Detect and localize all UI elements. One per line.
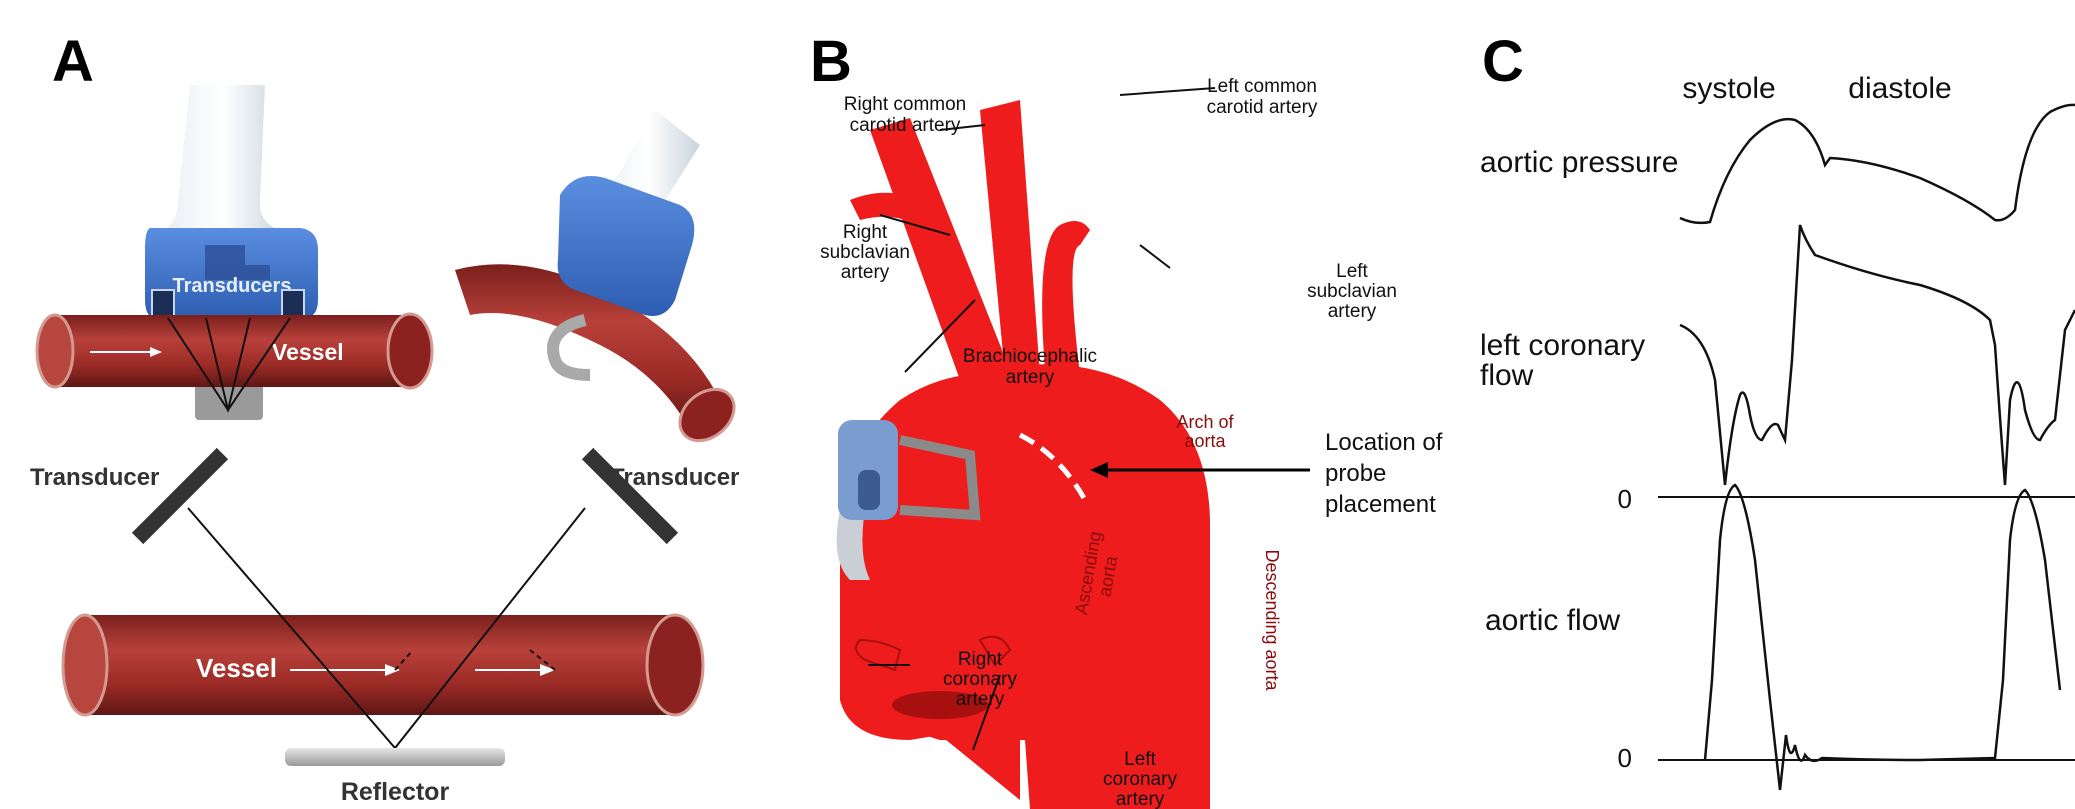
label-right-subclavian-1: Right [843,222,888,243]
label-diastole: diastole [1848,72,1951,105]
trace-left-coronary [1680,225,2075,485]
label-probe-1: Location of [1325,429,1443,456]
label-transducers: Transducers [173,275,292,297]
label-left-common-carotid-2: carotid artery [1207,97,1318,118]
label-left-coronary-1: left coronary [1480,329,1645,362]
label-right-subclavian-2: subclavian [820,242,910,263]
label-aortic-pressure: aortic pressure [1480,146,1678,179]
aorta-silhouette [867,364,1210,809]
label-zero-2: 0 [1618,743,1632,773]
label-left-subclavian-2: subclavian [1307,281,1397,302]
vessel-bottom-end-right [647,615,703,715]
panel-b-aorta-diagram: Right common carotid artery Left common … [790,0,1450,809]
label-transducer-left: Transducer [30,464,159,491]
label-right-subclavian-3: artery [841,262,890,283]
label-left-subclavian-3: artery [1328,301,1377,322]
trace-aortic-pressure [1680,105,2075,223]
label-vessel-bottom: Vessel [196,653,277,683]
label-aortic-flow: aortic flow [1485,604,1620,637]
label-brachiocephalic-1: Brachiocephalic [963,346,1097,367]
label-probe-3: placement [1325,491,1436,518]
label-right-coronary-2: coronary [943,669,1017,690]
label-brachiocephalic-2: artery [1006,367,1055,388]
label-arch-2: aorta [1184,431,1226,451]
transducer-bar-right [582,448,678,544]
label-right-common-carotid-2: carotid artery [850,115,961,136]
label-left-coronary-1: Left [1124,749,1156,770]
label-right-common-carotid-1: Right common [844,94,967,115]
probe-top-right [455,110,744,451]
label-descending: Descending aorta [1262,549,1282,691]
label-systole: systole [1682,72,1775,105]
label-left-coronary-2: coronary [1103,769,1177,790]
vessel-bottom-body [85,615,675,715]
cable-top-left [160,85,285,232]
label-left-common-carotid-1: Left common [1207,76,1317,97]
reflector-bar [285,748,505,766]
label-left-subclavian-1: Left [1336,261,1368,282]
label-reflector: Reflector [341,778,450,806]
vessel-end-left [37,315,73,387]
label-zero-1: 0 [1618,484,1632,514]
panel-c-flow-traces: systole diastole aortic pressure left co… [1450,0,2075,809]
label-probe-2: probe [1325,460,1386,487]
label-left-coronary-2: flow [1480,359,1534,392]
panel-a-flow-probe-diagram: Transducers Vessel Transducer Transducer… [0,0,790,809]
label-right-coronary-1: Right [958,649,1003,670]
label-arch-1: Arch of [1176,412,1234,432]
label-left-coronary-3: artery [1116,789,1165,809]
transducer-bar-left [132,448,228,544]
vessel-bottom-end-left [63,615,107,715]
label-vessel-top: Vessel [272,339,344,365]
vessel-end-right [388,314,432,388]
trace-aortic-flow [1705,485,2060,790]
label-right-coronary-3: artery [956,689,1005,710]
schematic-bottom: Transducer Transducer Vessel Reflector [30,448,739,806]
